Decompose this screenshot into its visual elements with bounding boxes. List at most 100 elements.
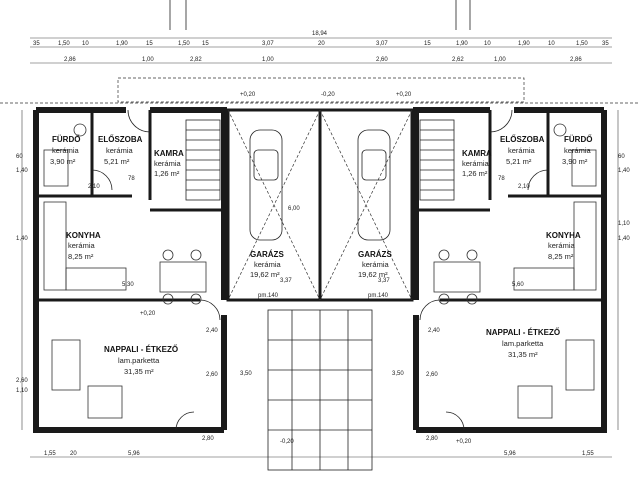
- door-arc: [91, 169, 113, 191]
- room-name: KONYHA: [66, 231, 101, 240]
- room-area: 19,62 m²: [358, 270, 388, 279]
- room-label-kitchen-left: KONYHA kerámia 8,25 m²: [66, 231, 101, 261]
- dimension-label: 1,00: [142, 57, 154, 63]
- room-name: KAMRA: [154, 149, 184, 158]
- chair: [438, 249, 450, 261]
- dimension-label: 60: [618, 154, 625, 160]
- room-label-pantry-left: KAMRA kerámia 1,26 m²: [154, 149, 184, 178]
- dimension-label: 15: [424, 41, 431, 47]
- room-finish: kerámia: [68, 241, 96, 250]
- dimension-label: +0,20: [456, 439, 472, 445]
- room-area: 5,21 m²: [104, 157, 130, 166]
- car-icon: [227, 109, 321, 301]
- outer-wall: [416, 110, 607, 433]
- kitchen-counter: [43, 201, 67, 291]
- room-finish: kerámia: [52, 146, 80, 155]
- dimension-label: 1,55: [44, 451, 56, 457]
- room-name: GARÁZS: [250, 250, 284, 259]
- room-finish: lam.parketta: [502, 339, 544, 348]
- dimension-label: 1,40: [618, 236, 630, 242]
- dimension-label: 1,00: [494, 57, 506, 63]
- outer-wall: [33, 110, 224, 433]
- dimension-label: 1,50: [576, 41, 588, 47]
- dining-table: [159, 261, 207, 293]
- dimension-label: pm.140: [258, 293, 279, 299]
- room-label-garage-right: GARÁZS kerámia 19,62 m²: [358, 250, 392, 279]
- room-name: FÜRDŐ: [564, 135, 592, 144]
- dimension-label: 20: [70, 451, 77, 457]
- dimension-label: 1,50: [178, 41, 190, 47]
- room-finish: kerámia: [508, 146, 536, 155]
- dimension-label: +0,20: [396, 92, 412, 98]
- room-label-garage-left: GARÁZS kerámia 19,62 m²: [250, 250, 284, 279]
- bathtub: [43, 149, 69, 187]
- dimension-label: 2,80: [426, 436, 438, 442]
- room-name: KAMRA: [462, 149, 492, 158]
- dimension-label: 1,10: [618, 221, 630, 227]
- room-finish: lam.parketta: [118, 356, 160, 365]
- dimension-label: 15: [202, 41, 209, 47]
- dimension-label: 5,96: [504, 451, 516, 457]
- room-area: 3,90 m²: [50, 157, 76, 166]
- room-name: NAPPALI - ÉTKEZŐ: [486, 328, 560, 337]
- dimension-label: 2,10: [518, 184, 530, 190]
- dimension-label: 1,10: [16, 388, 28, 394]
- dimension-label: 2,10: [88, 184, 100, 190]
- room-name: ELŐSZOBA: [98, 135, 143, 144]
- room-name: NAPPALI - ÉTKEZŐ: [104, 345, 178, 354]
- dimension-label: 10: [82, 41, 89, 47]
- room-label-pantry-right: KAMRA kerámia 1,26 m²: [462, 149, 492, 178]
- room-area: 1,26 m²: [154, 169, 180, 178]
- dimension-label: 2,60: [426, 372, 438, 378]
- dimension-label: 2,60: [16, 378, 28, 384]
- room-finish: kerámia: [154, 159, 182, 168]
- dimension-label: 5,30: [122, 282, 134, 288]
- dimension-total: 18,94: [312, 31, 328, 37]
- chair: [466, 249, 478, 261]
- door-arc: [127, 109, 151, 133]
- room-area: 5,21 m²: [506, 157, 532, 166]
- room-label-living-left: NAPPALI - ÉTKEZŐ lam.parketta 31,35 m²: [104, 345, 178, 376]
- dimension-label: 2,62: [452, 57, 464, 63]
- dimension-label: 3,50: [392, 371, 404, 377]
- sofa: [517, 385, 553, 419]
- dimension-label: 2,60: [376, 57, 388, 63]
- dimension-label: 3,50: [240, 371, 252, 377]
- dimension-label: 1,55: [582, 451, 594, 457]
- sofa: [51, 339, 81, 391]
- toilet: [553, 123, 567, 137]
- dimension-label: 60: [16, 154, 23, 160]
- toilet: [73, 123, 87, 137]
- dimension-column-left: 601,401,402,601,10: [16, 154, 28, 394]
- door-arc: [175, 411, 195, 431]
- dimension-label: 3,07: [262, 41, 274, 47]
- room-name: FÜRDŐ: [52, 135, 80, 144]
- room-label-bath-left: FÜRDŐ kerámia 3,90 m²: [50, 135, 80, 166]
- room-finish: kerámia: [564, 146, 592, 155]
- room-area: 31,35 m²: [508, 350, 538, 359]
- dimension-label: 78: [498, 176, 505, 182]
- chair: [162, 293, 174, 305]
- dimension-label: 1,40: [618, 168, 630, 174]
- room-label-hall-right: ELŐSZOBA kerámia 5,21 m²: [500, 135, 545, 166]
- dimension-label: 2,82: [190, 57, 202, 63]
- dimension-label: 3,37: [378, 278, 390, 284]
- level-marks: +0,20-0,20+0,20+0,20-0,20+0,20: [140, 92, 472, 445]
- dimension-label: 10: [484, 41, 491, 47]
- dimension-label: +0,20: [140, 311, 156, 317]
- kitchen-counter: [65, 267, 127, 291]
- dimension-label: 1,90: [116, 41, 128, 47]
- door-arc: [489, 109, 513, 133]
- dimension-label: 2,86: [64, 57, 76, 63]
- chair: [466, 293, 478, 305]
- dimension-label: 6,00: [288, 206, 300, 212]
- car-icon: [319, 109, 413, 301]
- room-label-living-right: NAPPALI - ÉTKEZŐ lam.parketta 31,35 m²: [486, 328, 560, 359]
- room-name: GARÁZS: [358, 250, 392, 259]
- terrace-paving: [267, 309, 373, 471]
